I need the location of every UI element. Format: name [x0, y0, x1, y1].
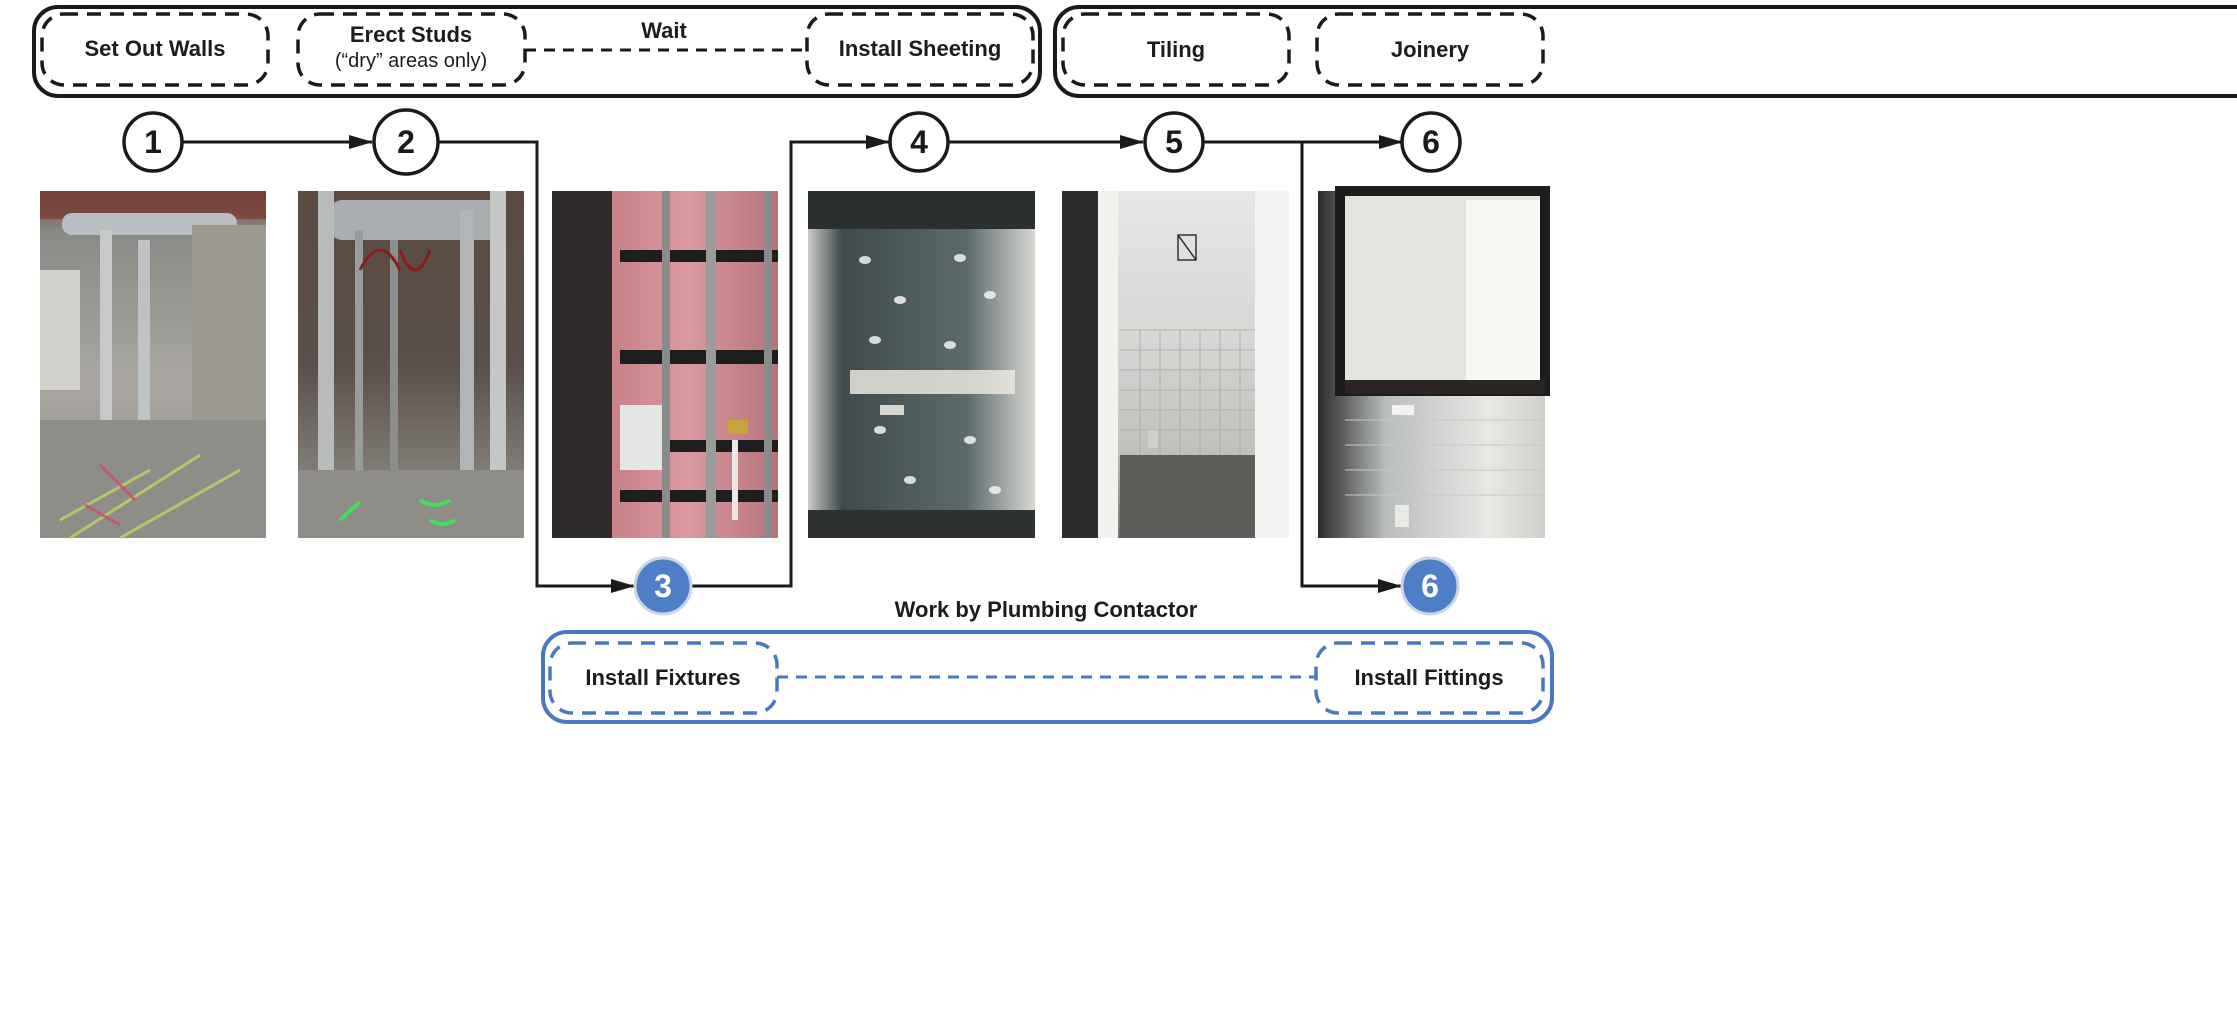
step-1: 1 [122, 111, 184, 173]
plumbing-title: Work by Plumbing Contactor [895, 597, 1198, 622]
stage-install-fixtures-label: Install Fixtures [585, 665, 740, 690]
arrow-2-to-3 [439, 140, 635, 593]
photo-joinery [1318, 186, 1550, 538]
photo-sheeting [808, 191, 1035, 538]
photo-plumbing-fixtures [552, 191, 778, 538]
stage-erect-studs-label: Erect Studs [350, 22, 472, 47]
step-3: 3 [633, 556, 693, 616]
step-6: 6 [1400, 111, 1462, 173]
stage-install-sheeting-label: Install Sheeting [839, 36, 1002, 61]
stage-tiling-label: Tiling [1147, 37, 1205, 62]
framing-stage-group [32, 5, 1042, 98]
step-5: 5 [1143, 111, 1205, 173]
stage-set-out-walls-label: Set Out Walls [85, 36, 226, 61]
finishing-stage-group [1053, 5, 2237, 98]
stage-joinery-label: Joinery [1391, 37, 1470, 62]
stage-erect-studs-note: (“dry” areas only) [335, 50, 487, 72]
plumbing-group [541, 630, 1554, 724]
step-6-number: 6 [1422, 124, 1440, 160]
stage-install-fittings [1314, 641, 1545, 715]
stage-install-fittings-label: Install Fittings [1354, 665, 1503, 690]
photo-steel-studs [298, 191, 524, 538]
step-6-plumbing-number: 6 [1421, 568, 1439, 604]
step-6-plumbing: 6 [1400, 556, 1460, 616]
stage-wait-label: Wait [641, 18, 687, 43]
stage-set-out-walls [40, 12, 270, 87]
step-2: 2 [372, 108, 440, 176]
arrow-5-to-6-plumbing [1300, 142, 1402, 593]
step-1-number: 1 [144, 124, 162, 160]
step-3-number: 3 [654, 568, 672, 604]
photo-bare-slab [40, 191, 266, 540]
photo-tiling [1062, 191, 1289, 538]
step-2-number: 2 [397, 124, 415, 160]
stage-joinery [1315, 12, 1545, 87]
arrow-3-to-4 [690, 135, 890, 588]
step-5-number: 5 [1165, 124, 1183, 160]
step-4-number: 4 [910, 124, 928, 160]
stage-tiling [1061, 12, 1291, 87]
stage-install-sheeting [805, 12, 1035, 87]
flow-connectors [183, 135, 1403, 593]
step-4: 4 [888, 111, 950, 173]
